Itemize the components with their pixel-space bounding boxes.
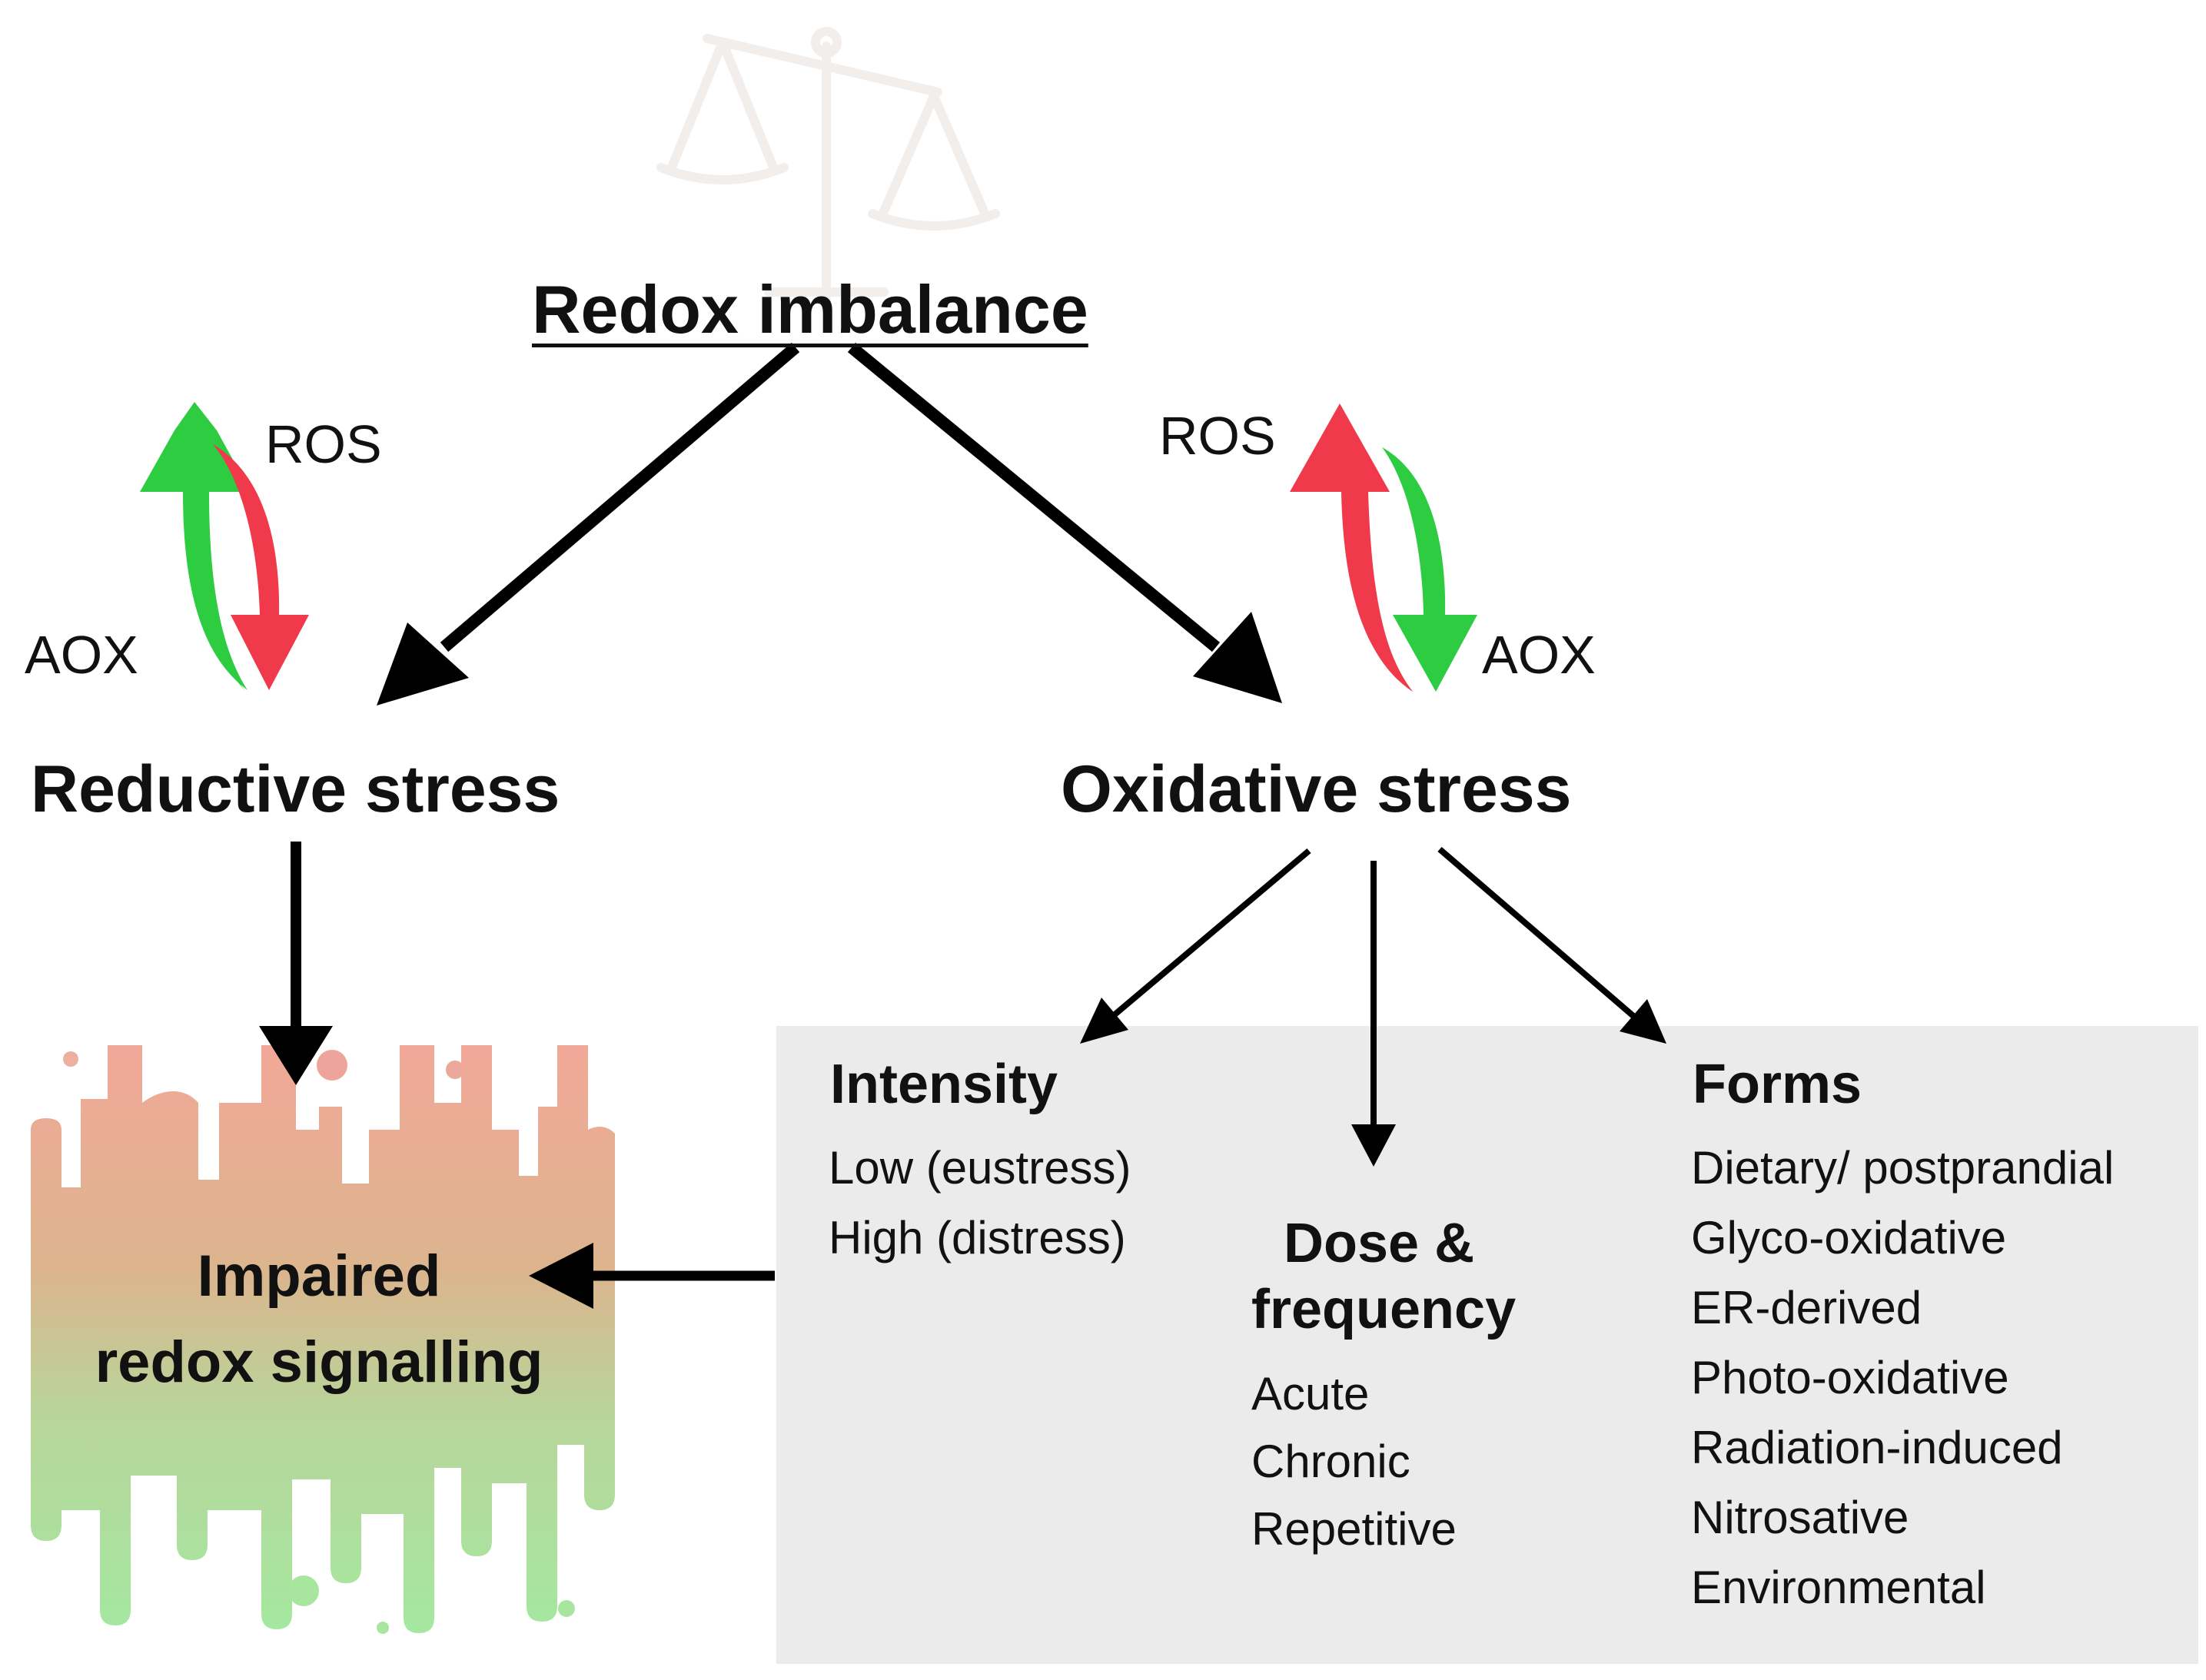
drip-droplet [63,1051,78,1067]
forms-item: ER-derived [1691,1282,1922,1333]
aox-up-arrow-icon [140,402,251,692]
dose-heading-line-1: Dose & [1284,1213,1475,1274]
forms-list: Dietary/ postprandial Glyco-oxidative ER… [1691,1133,2114,1622]
dose-frequency-heading: Dose & frequency [1251,1210,1516,1343]
impaired-signalling-label: Impaired redox signalling [54,1233,584,1406]
drip-droplet [446,1061,464,1079]
intensity-heading: Intensity [830,1054,1058,1115]
aox-down-arrow-icon [1382,447,1477,692]
ros-up-arrow-icon [1290,403,1413,692]
forms-item: Glyco-oxidative [1691,1212,2007,1263]
forms-item: Nitrosative [1691,1492,1909,1543]
diagram-title: Redox imbalance [532,271,1088,347]
impaired-line-1: Impaired [197,1243,441,1309]
arrow-panel-to-impaired [529,1243,775,1309]
forms-item: Environmental [1691,1562,1986,1613]
forms-item: Radiation-induced [1691,1422,2063,1473]
drip-droplet [377,1622,389,1634]
impaired-line-2: redox signalling [95,1330,543,1395]
impaired-signalling-blob [31,1045,615,1633]
right-ros-label: ROS [1159,406,1276,466]
reductive-stress-label: Reductive stress [31,752,560,826]
balance-scale-icon [656,27,1000,312]
arrow-to-forms [1437,846,1666,1044]
forms-item: Photo-oxidative [1691,1352,2009,1403]
dose-item: Repetitive [1251,1503,1457,1555]
oxidative-stress-panel [776,1026,2198,1664]
left-ros-label: ROS [265,414,382,474]
intensity-list: Low (eustress) High (distress) [829,1133,1131,1273]
arrow-to-dose-frequency [1351,861,1396,1167]
drip-droplet [288,1575,319,1606]
dose-heading-line-2: frequency [1251,1279,1517,1340]
dose-frequency-list: Acute Chronic Repetitive [1251,1360,1457,1563]
drip-droplet [558,1600,575,1617]
intensity-item: High (distress) [829,1212,1126,1263]
forms-item: Dietary/ postprandial [1691,1142,2115,1194]
left-aox-label: AOX [25,625,138,685]
oxidative-stress-label: Oxidative stress [1061,752,1572,826]
forms-heading: Forms [1693,1054,1862,1115]
dose-item: Chronic [1251,1436,1410,1487]
right-aox-label: AOX [1482,625,1596,685]
dose-item: Acute [1251,1368,1370,1419]
intensity-item: Low (eustress) [829,1142,1131,1194]
arrow-reductive-to-impaired [259,842,333,1085]
drip-droplet [317,1050,347,1081]
arrow-to-reductive-stress [377,342,800,706]
ros-down-arrow-icon [213,444,309,690]
arrow-to-intensity [1080,848,1311,1044]
arrow-to-oxidative-stress [847,342,1282,703]
